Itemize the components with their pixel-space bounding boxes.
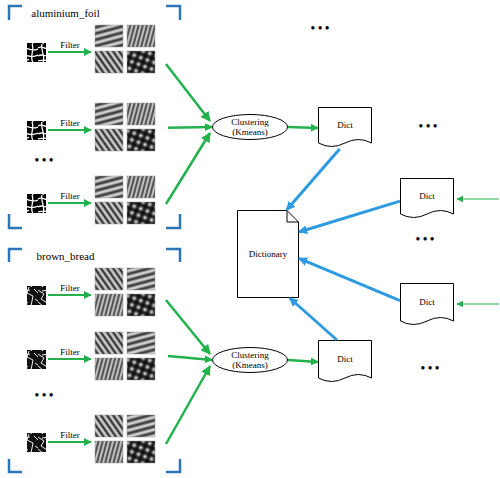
node-label: Dict bbox=[337, 120, 353, 130]
dictionary-document: Dictionary bbox=[237, 210, 299, 298]
flow-arrow bbox=[299, 201, 400, 232]
dict-document: Dict bbox=[318, 340, 372, 384]
flow-arrow bbox=[288, 360, 318, 362]
process-ellipse: Clustering (Kmeans) bbox=[212, 347, 288, 373]
node-label: Dictionary bbox=[249, 249, 288, 259]
texture-row bbox=[27, 25, 155, 73]
ellipsis-mark: • • • bbox=[35, 389, 54, 401]
ellipsis-mark: • • • bbox=[311, 22, 330, 34]
merge-arrow bbox=[166, 64, 210, 444]
flow-arrow bbox=[288, 127, 318, 128]
texture-row bbox=[27, 332, 155, 380]
dict-document: Dict bbox=[318, 107, 372, 149]
texture-group: brown_bread bbox=[8, 248, 168, 473]
filter-label: Filter bbox=[60, 430, 80, 440]
filter-label: Filter bbox=[60, 347, 80, 357]
dict-document: Dict bbox=[400, 283, 454, 327]
group-heading: brown_bread bbox=[8, 250, 123, 262]
texture-row bbox=[27, 176, 155, 224]
node-label: Dict bbox=[419, 297, 435, 307]
texture-rows bbox=[27, 25, 155, 463]
texture-group: aluminium_foil bbox=[8, 5, 168, 228]
filter-label: Filter bbox=[60, 40, 80, 50]
flow-arrow bbox=[299, 258, 400, 300]
ellipsis-mark: • • • bbox=[421, 362, 440, 374]
texture-row bbox=[27, 415, 155, 463]
group-bracket bbox=[9, 6, 180, 472]
incoming-arrow bbox=[457, 199, 499, 304]
texture-row bbox=[27, 103, 155, 151]
flow-arrow bbox=[290, 298, 337, 340]
filter-label: Filter bbox=[60, 191, 80, 201]
flow-arrow bbox=[168, 356, 212, 360]
process-ellipse: Clustering (Kmeans) bbox=[212, 114, 288, 140]
flow-arrow bbox=[287, 149, 340, 210]
filter-label: Filter bbox=[60, 283, 80, 293]
ellipsis-mark: • • • bbox=[419, 120, 438, 132]
node-label: Dict bbox=[419, 191, 435, 201]
flow-arrow bbox=[168, 126, 212, 129]
node-label: Clustering (Kmeans) bbox=[224, 117, 276, 137]
dict-document: Dict bbox=[400, 178, 454, 220]
node-label: Dict bbox=[337, 354, 353, 364]
filter-label: Filter bbox=[60, 118, 80, 128]
group-heading: aluminium_foil bbox=[8, 7, 123, 19]
ellipsis-mark: • • • bbox=[35, 154, 54, 166]
node-label: Clustering (Kmeans) bbox=[224, 350, 276, 370]
ellipsis-mark: • • • bbox=[416, 233, 435, 245]
texture-row bbox=[27, 268, 155, 316]
